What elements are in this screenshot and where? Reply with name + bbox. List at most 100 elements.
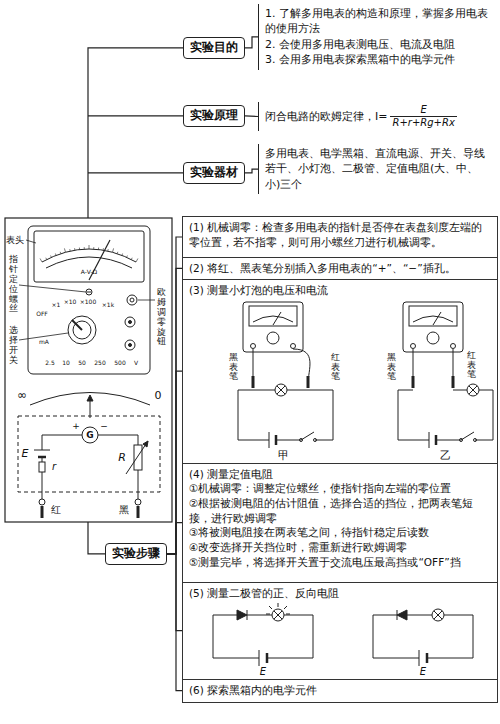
meter-label: 欧姆调零旋钮 bbox=[157, 288, 166, 347]
drawing-stroke bbox=[251, 343, 256, 348]
drawing-stroke bbox=[136, 258, 138, 262]
drawing-stroke bbox=[432, 609, 444, 621]
terminal bbox=[125, 340, 135, 350]
drawing-stroke bbox=[55, 254, 57, 256]
meter-label: 表头 bbox=[6, 236, 24, 245]
drawing-stroke bbox=[238, 390, 333, 440]
drawing-stroke bbox=[427, 332, 439, 344]
selector-switch bbox=[68, 316, 96, 344]
content-box: 1. 了解多用电表的构造和原理，掌握多用电表的使用方法2. 会使用多用电表测电压… bbox=[258, 4, 496, 70]
step-text: ②根据被测电阻的估计阻值，选择合适的挡位，把两表笔短接，进行欧姆调零 bbox=[189, 496, 491, 525]
meter-label: + bbox=[72, 422, 80, 431]
bracket-connector bbox=[245, 169, 258, 173]
drawing-stroke bbox=[291, 343, 296, 348]
drawing-stroke bbox=[397, 610, 398, 620]
drawing-stroke bbox=[213, 603, 473, 666]
drawing-stroke bbox=[249, 306, 297, 326]
meter-label: ×1k bbox=[102, 302, 114, 308]
meter-label: ×1 bbox=[52, 302, 61, 308]
drawing-stroke bbox=[274, 610, 282, 618]
fraction: ER+r+Rg+Rx bbox=[390, 104, 456, 129]
drawing-stroke bbox=[88, 115, 183, 116]
meter-label: 指针定位螺丝 bbox=[9, 255, 18, 314]
drawing-stroke bbox=[284, 606, 287, 609]
meter-label: G bbox=[86, 431, 93, 440]
panel-frame bbox=[5, 218, 172, 522]
drawing-stroke bbox=[243, 302, 303, 352]
drawing-stroke bbox=[74, 248, 75, 250]
tree-line bbox=[88, 48, 183, 554]
step-text: (1) 机械调零：检查多用电表的指针是否停在表盘刻度左端的零位置，若不指零，则可… bbox=[189, 220, 491, 249]
ohm-knob bbox=[127, 295, 137, 305]
content-text: 3. 会用多用电表探索黑箱中的电学元件 bbox=[265, 52, 490, 67]
drawing-stroke bbox=[60, 252, 62, 254]
drawing-stroke bbox=[266, 653, 269, 663]
drawing-stroke bbox=[469, 385, 477, 393]
scale-arrow bbox=[87, 395, 93, 401]
step-text: ①机械调零：调整定位螺丝，使指针指向左端的零位置 bbox=[189, 481, 491, 496]
rheostat-symbol bbox=[143, 441, 148, 447]
zero-screw bbox=[86, 289, 92, 295]
category-box: 实验器材 bbox=[183, 162, 245, 184]
drawing-stroke bbox=[307, 376, 310, 388]
bracket-connector bbox=[167, 523, 182, 554]
drawing-stroke bbox=[434, 610, 442, 618]
drawing-stroke bbox=[253, 316, 293, 322]
category-box: 实验目的 bbox=[183, 37, 245, 59]
drawing-stroke bbox=[314, 438, 317, 441]
drawing-stroke bbox=[93, 247, 94, 249]
terminal bbox=[135, 499, 141, 505]
figure-label: 红表笔 bbox=[331, 353, 340, 383]
drawing-stroke bbox=[419, 650, 420, 666]
step-row: (2) 将红、黑表笔分别插入多用电表的“+”、“−”插孔。 bbox=[182, 257, 498, 280]
drawing-stroke bbox=[434, 610, 442, 618]
step-text: (5) 测量二极管的正、反向电阻 bbox=[189, 586, 491, 601]
drawing-stroke bbox=[237, 610, 247, 620]
drawing-stroke bbox=[88, 522, 105, 554]
content-box: 多用电表、电学黑箱、直流电源、开关、导线若干、小灯泡、二极管、定值电阻(大、中、… bbox=[258, 144, 496, 194]
dial-scale bbox=[46, 257, 132, 268]
drawing-stroke bbox=[269, 432, 270, 448]
drawing-stroke bbox=[301, 432, 314, 440]
drawing-stroke bbox=[373, 615, 473, 658]
bracket-connector bbox=[167, 237, 182, 554]
drawing-stroke bbox=[274, 610, 282, 618]
drawing-stroke bbox=[413, 316, 453, 322]
bracket-connector bbox=[245, 37, 258, 48]
drawing-stroke bbox=[40, 258, 42, 262]
drawing-stroke bbox=[426, 653, 429, 663]
step-text: (2) 将红、黑表笔分别插入多用电表的“+”、“−”插孔。 bbox=[189, 261, 491, 276]
meter-face bbox=[34, 231, 144, 282]
category-box: 实验步骤 bbox=[105, 543, 167, 565]
formula-box: 闭合电路的欧姆定律，I=ER+r+Rg+Rx bbox=[258, 102, 496, 131]
drawing-stroke bbox=[88, 172, 183, 173]
meter-label: 红 bbox=[51, 505, 61, 515]
drawing-stroke bbox=[88, 48, 183, 218]
drawing-stroke bbox=[429, 432, 430, 448]
drawing-stroke bbox=[69, 249, 70, 251]
meter-label: 250 bbox=[94, 360, 105, 366]
scale-arrow bbox=[90, 400, 91, 418]
rheostat-symbol bbox=[126, 441, 148, 474]
step-text: ④改变选择开关挡位时，需重新进行欧姆调零 bbox=[189, 540, 491, 555]
drawing-stroke bbox=[467, 384, 479, 396]
content-text: 1. 了解多用电表的构造和原理，掌握多用电表的使用方法 bbox=[265, 6, 490, 37]
drawing-stroke bbox=[113, 248, 114, 252]
figure-label: 红表笔 bbox=[467, 351, 476, 381]
drawing-stroke bbox=[278, 603, 279, 607]
formula-text: 闭合电路的欧姆定律，I= bbox=[265, 109, 387, 124]
drawing-stroke bbox=[411, 343, 416, 348]
meter-label: R bbox=[118, 452, 126, 463]
meter-label: A-V-Ω bbox=[81, 269, 97, 275]
step-row: (4) 测量定值电阻①机械调零：调整定位螺丝，使指针指向左端的零位置②根据被测电… bbox=[182, 463, 498, 583]
terminal bbox=[129, 321, 132, 324]
test-probe bbox=[137, 506, 140, 518]
meter-housing bbox=[18, 416, 160, 492]
step-row: (3) 测量小灯泡的电压和电流黑表笔红表笔甲黑表笔红表笔乙 bbox=[182, 279, 498, 464]
step-text: ③将被测电阻接在两表笔之间，待指针稳定后读数 bbox=[189, 525, 491, 540]
meter-body bbox=[28, 226, 150, 374]
drawing-stroke bbox=[213, 615, 313, 658]
leader-line bbox=[138, 300, 155, 301]
figure-label: 黑表笔 bbox=[387, 353, 396, 383]
